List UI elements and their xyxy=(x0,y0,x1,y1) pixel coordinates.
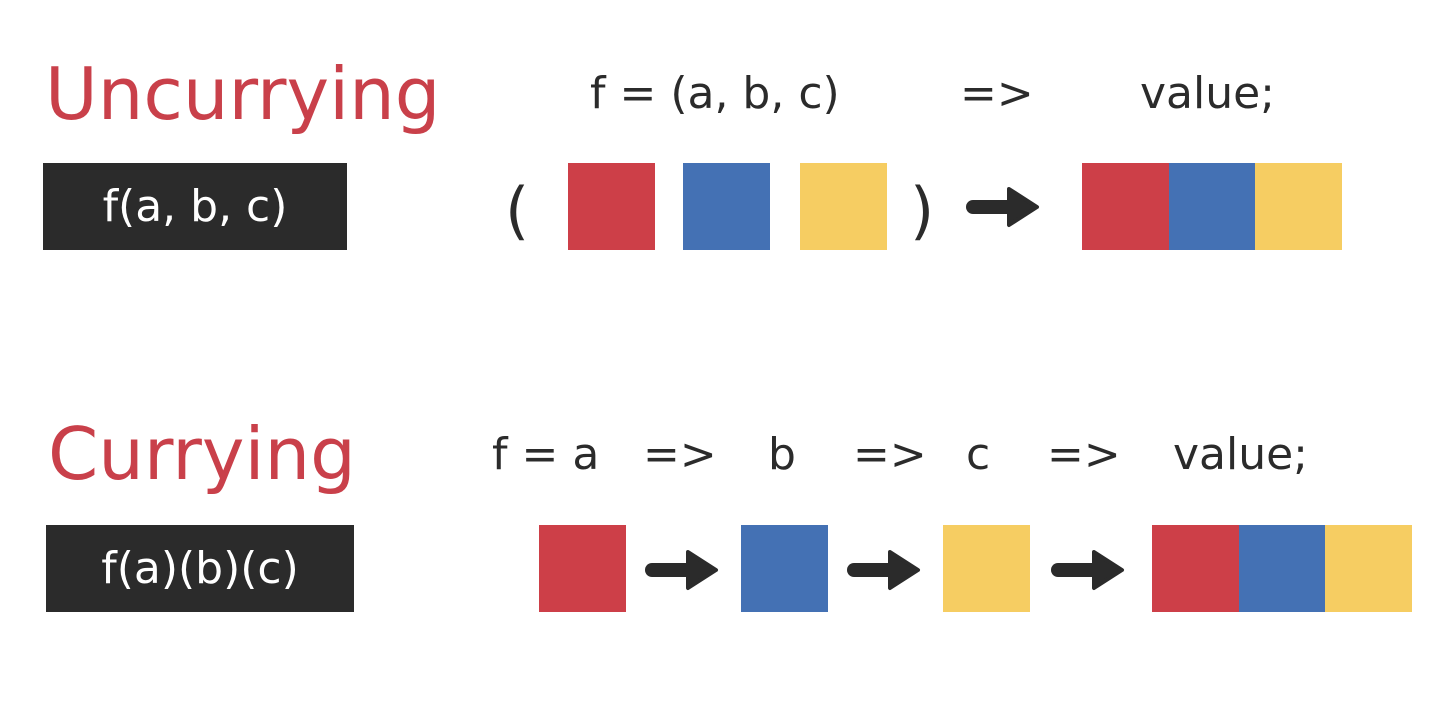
arg-b-square xyxy=(683,163,770,250)
right-arrow-icon xyxy=(966,187,1039,227)
currying-expr-arrow-2: => xyxy=(853,429,927,480)
currying-signature: f(a)(b)(c) xyxy=(46,525,354,612)
curried-c-square xyxy=(943,525,1030,612)
right-arrow-icon xyxy=(1051,550,1124,590)
curried-result-block xyxy=(1152,525,1413,612)
currying-expr-value: value; xyxy=(1173,429,1309,480)
result-c-square xyxy=(1325,525,1413,612)
uncurrying-expr-value: value; xyxy=(1140,68,1276,119)
result-b-square xyxy=(1238,525,1326,612)
currying-expr-arrow-1: => xyxy=(643,429,717,480)
currying-title: Currying xyxy=(48,412,356,496)
result-a-square xyxy=(1152,525,1239,612)
result-a-square xyxy=(1082,163,1169,250)
uncurrying-title: Uncurrying xyxy=(45,52,441,136)
curried-a-square xyxy=(539,525,626,612)
result-b-square xyxy=(1168,163,1256,250)
right-arrow-icon xyxy=(847,550,920,590)
uncurrying-expr-arrow: => xyxy=(960,68,1034,119)
arg-c-square xyxy=(800,163,887,250)
arg-a-square xyxy=(568,163,655,250)
currying-expr-arrow-3: => xyxy=(1047,429,1121,480)
right-arrow-icon xyxy=(645,550,718,590)
uncurried-result-block xyxy=(1082,163,1343,250)
curried-b-square xyxy=(741,525,828,612)
currying-expr-c: c xyxy=(966,429,991,480)
result-c-square xyxy=(1255,163,1343,250)
open-paren: ( xyxy=(505,174,530,247)
currying-expr-a: f = a xyxy=(492,429,600,480)
uncurrying-signature: f(a, b, c) xyxy=(43,163,347,250)
uncurrying-expr-params: f = (a, b, c) xyxy=(590,68,840,119)
currying-expr-b: b xyxy=(768,429,796,480)
close-paren: ) xyxy=(910,174,935,247)
